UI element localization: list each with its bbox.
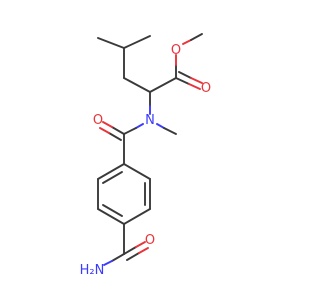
bond xyxy=(123,77,151,93)
bond xyxy=(102,171,123,184)
bond-layer xyxy=(97,33,203,266)
bond xyxy=(138,247,149,254)
bond xyxy=(182,39,192,45)
bond xyxy=(149,77,177,93)
bond xyxy=(188,83,201,90)
bond xyxy=(190,33,203,41)
primary-amide-nitrogen-label: H₂N xyxy=(80,263,105,278)
amide-carbonyl-oxygen-label: O xyxy=(93,113,103,128)
atom-label-layer: O O N O O H₂N xyxy=(80,43,211,278)
primary-amide-oxygen-label: O xyxy=(145,233,155,248)
bond xyxy=(190,77,203,84)
bond xyxy=(97,208,125,225)
bond xyxy=(123,246,137,255)
bond xyxy=(135,241,146,248)
bond xyxy=(97,163,125,180)
bond xyxy=(135,123,144,129)
molecule-structure: O O N O O H₂N xyxy=(80,33,211,278)
bond xyxy=(102,121,113,128)
bond xyxy=(111,253,125,262)
bond xyxy=(99,127,110,134)
bond xyxy=(102,204,123,217)
bond xyxy=(123,35,151,49)
bond xyxy=(123,127,137,135)
ester-carbonyl-oxygen-label: O xyxy=(201,81,211,96)
bond xyxy=(175,77,190,85)
bond xyxy=(123,163,151,180)
bond xyxy=(111,126,125,135)
bond xyxy=(126,252,140,261)
bond xyxy=(103,260,113,266)
bond xyxy=(97,37,125,49)
bond xyxy=(108,132,122,141)
bond xyxy=(178,71,192,79)
bond xyxy=(156,123,165,129)
amide-nitrogen-label: N xyxy=(145,113,155,128)
bond xyxy=(163,127,177,135)
ester-ether-oxygen-label: O xyxy=(171,43,181,58)
bond xyxy=(123,208,151,225)
